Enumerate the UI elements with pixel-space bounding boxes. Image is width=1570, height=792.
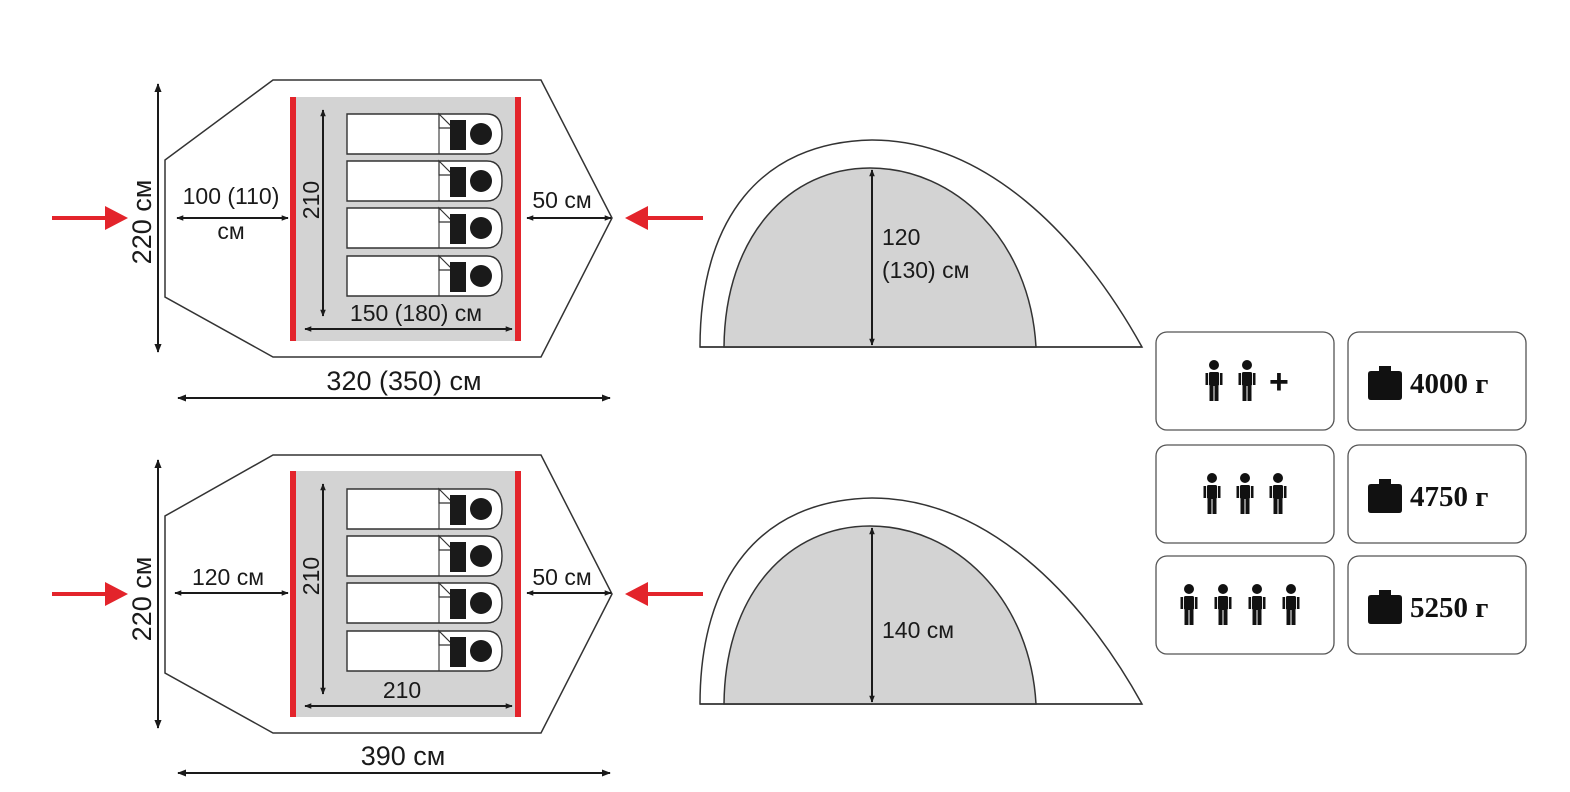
sleeping-bag [346, 535, 503, 577]
weight-value: 4750 г [1410, 481, 1488, 513]
sleeping-bag [346, 113, 503, 155]
capacity-card [1155, 555, 1335, 655]
sleeping-bag [346, 630, 503, 672]
side-profile-bottom: 140 см [699, 497, 1144, 705]
plus-sign: + [1269, 363, 1289, 401]
vestibule-label-line2: см [217, 218, 244, 244]
width-label: 220 см [127, 557, 157, 642]
spec-table: + 4000 г 4750 г 5250 г [1155, 331, 1527, 655]
weight-card [1347, 555, 1527, 655]
inner-tent-profile [723, 167, 1037, 348]
inner-width-label: 150 (180) см [350, 300, 482, 326]
inner-height-label: 210 [298, 181, 324, 219]
inner-tent-profile [723, 525, 1037, 705]
weight-card [1347, 444, 1527, 544]
total-length-label: 390 см [361, 741, 446, 771]
entrance-arrow-right [625, 206, 703, 230]
height-label: 140 см [882, 617, 954, 643]
apse-label: 50 см [532, 187, 591, 213]
total-length-label: 320 (350) см [326, 366, 481, 396]
vestibule-label-line1: 100 (110) [183, 183, 280, 209]
entrance-arrow-left [52, 582, 128, 606]
sleeping-bag [346, 160, 503, 202]
height-label-line2: (130) см [882, 257, 969, 283]
inner-width-label: 210 [383, 677, 421, 703]
door-right [515, 97, 521, 341]
door-left [290, 471, 296, 717]
floor-plan-bottom: 220 см 210 120 см 210 50 см 390 см [52, 454, 703, 777]
entrance-arrow-left [52, 206, 128, 230]
apse-label: 50 см [532, 564, 591, 590]
width-label: 220 см [127, 180, 157, 265]
weight-icon [1368, 366, 1402, 400]
sleeping-bag [346, 488, 503, 530]
inner-height-label: 210 [298, 557, 324, 595]
weight-icon [1368, 590, 1402, 624]
door-left [290, 97, 296, 341]
weight-value: 4000 г [1410, 368, 1488, 400]
vestibule-label: 120 см [192, 564, 264, 590]
sleeping-bag [346, 582, 503, 624]
weight-icon [1368, 479, 1402, 513]
floor-plan-top: 220 см 210 100 (110) см 150 (180) см 50 … [52, 79, 703, 402]
sleeping-bag [346, 255, 503, 297]
entrance-arrow-right [625, 582, 703, 606]
side-profile-top: 120 (130) см [699, 139, 1144, 348]
weight-value: 5250 г [1410, 592, 1488, 624]
height-label-line1: 120 [882, 224, 920, 250]
sleeping-bag [346, 207, 503, 249]
door-right [515, 471, 521, 717]
weight-card [1347, 331, 1527, 431]
